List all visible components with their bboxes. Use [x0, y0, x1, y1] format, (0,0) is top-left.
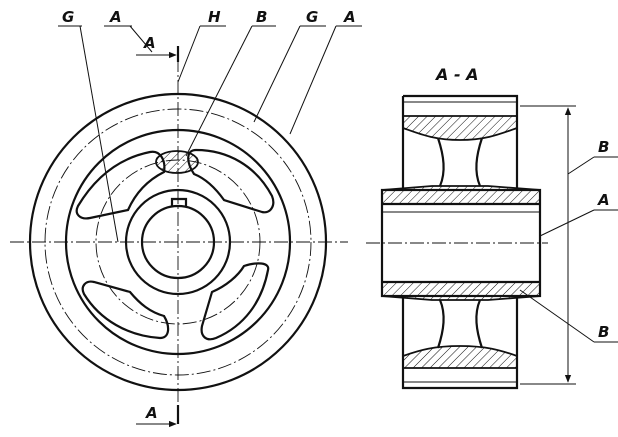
rim-outline	[401, 94, 519, 390]
label-g-right: G	[306, 8, 318, 26]
section-view	[366, 94, 576, 390]
leader-a-right	[289, 25, 337, 135]
label-b-right-top: B	[598, 138, 609, 156]
label-b-right-bottom: B	[598, 323, 609, 341]
hub-circle	[124, 188, 232, 296]
label-g-left: G	[62, 8, 74, 26]
leader-h	[177, 25, 201, 83]
front-leaders	[58, 25, 362, 243]
spoke-window-lower-right	[200, 262, 270, 341]
bore-circle	[140, 204, 216, 280]
outer-rim-circle	[28, 92, 328, 392]
hub-outline	[380, 188, 542, 298]
leader-a-top	[129, 25, 153, 53]
pitch-circle	[44, 108, 312, 376]
label-a-top: A	[109, 8, 122, 26]
web-profile-lower	[436, 299, 484, 349]
label-a-arrow-top: A	[143, 34, 156, 52]
spoke-window-upper-right	[187, 148, 275, 214]
label-a-arrow-bottom: A	[145, 404, 158, 422]
spoke-window-lower-left	[81, 280, 170, 340]
spoke-section-ellipse	[155, 150, 199, 174]
label-b-top: B	[256, 8, 267, 26]
leader-a-right-mid	[539, 209, 595, 237]
keyway	[170, 197, 188, 207]
label-a-right-top: A	[343, 8, 356, 26]
inner-rim-circle	[64, 128, 292, 356]
hub-section-top	[381, 185, 541, 205]
hub-section-bottom	[381, 281, 541, 301]
front-view	[10, 46, 348, 428]
section-title: A - A	[434, 65, 479, 84]
web-profile-upper	[436, 137, 484, 187]
leader-b-right-top	[567, 156, 595, 175]
section-leaders	[519, 156, 618, 343]
rim-section-bottom	[402, 345, 518, 369]
leader-b-top	[185, 25, 253, 157]
rim-section-top	[402, 115, 518, 141]
spoke-window-upper-left	[75, 150, 166, 220]
label-h: H	[208, 8, 221, 26]
label-a-right-mid: A	[597, 191, 610, 209]
leader-b-right-bottom	[519, 289, 595, 343]
leader-g-left	[79, 25, 119, 243]
leader-g-right	[253, 25, 301, 123]
